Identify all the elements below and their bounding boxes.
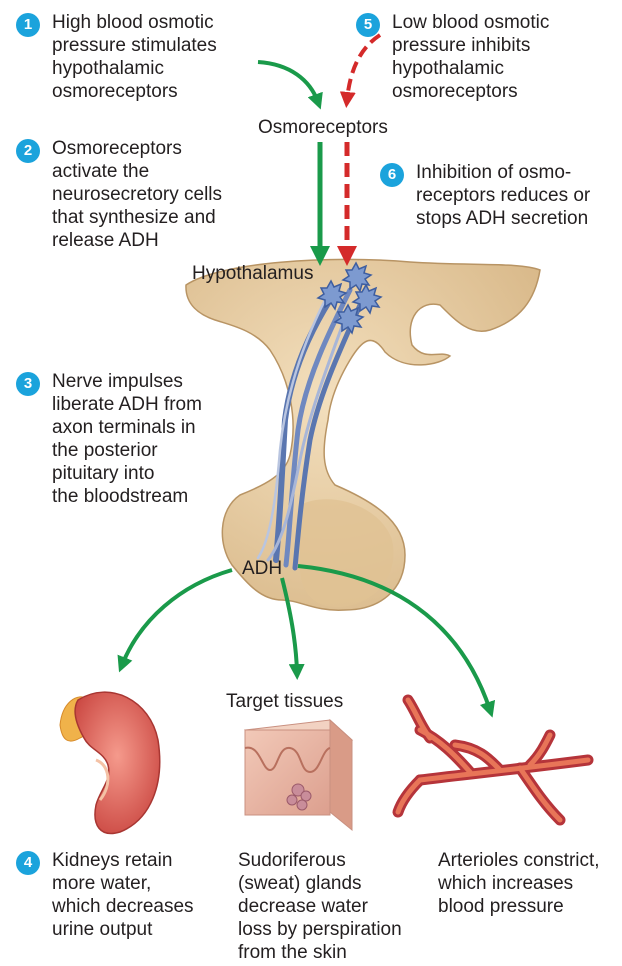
osmoreceptors-label: Osmoreceptors <box>258 116 388 139</box>
step-1-badge: 1 <box>16 13 40 37</box>
step-2-badge: 2 <box>16 139 40 163</box>
kidney-illustration <box>60 692 160 833</box>
step-3-text: Nerve impulses liberate ADH from axon te… <box>52 370 202 508</box>
adh-label: ADH <box>242 557 282 580</box>
stimulate-arrow <box>258 62 318 102</box>
arteriole-illustration <box>398 700 588 820</box>
target-tissues-label: Target tissues <box>226 690 343 713</box>
skin-sample-illustration <box>245 720 352 830</box>
adh-to-kidney-arrow <box>122 570 232 665</box>
step-5-badge: 5 <box>356 13 380 37</box>
step-5-text: Low blood osmotic pressure inhibits hypo… <box>392 11 549 103</box>
sweat-glands-effect-text: Sudoriferous (sweat) glands decrease wat… <box>238 849 402 964</box>
step-3-badge: 3 <box>16 372 40 396</box>
step-4-text: Kidneys retain more water, which decreas… <box>52 849 194 941</box>
step-2-text: Osmoreceptors activate the neurosecretor… <box>52 137 222 252</box>
hypothalamus-label: Hypothalamus <box>192 262 313 285</box>
step-4-badge: 4 <box>16 851 40 875</box>
step-1-text: High blood osmotic pressure stimulates h… <box>52 11 217 103</box>
step-6-text: Inhibition of osmo- receptors reduces or… <box>416 161 590 230</box>
step-6-badge: 6 <box>380 163 404 187</box>
inhibit-arrow <box>347 35 380 100</box>
arterioles-effect-text: Arterioles constrict, which increases bl… <box>438 849 600 918</box>
